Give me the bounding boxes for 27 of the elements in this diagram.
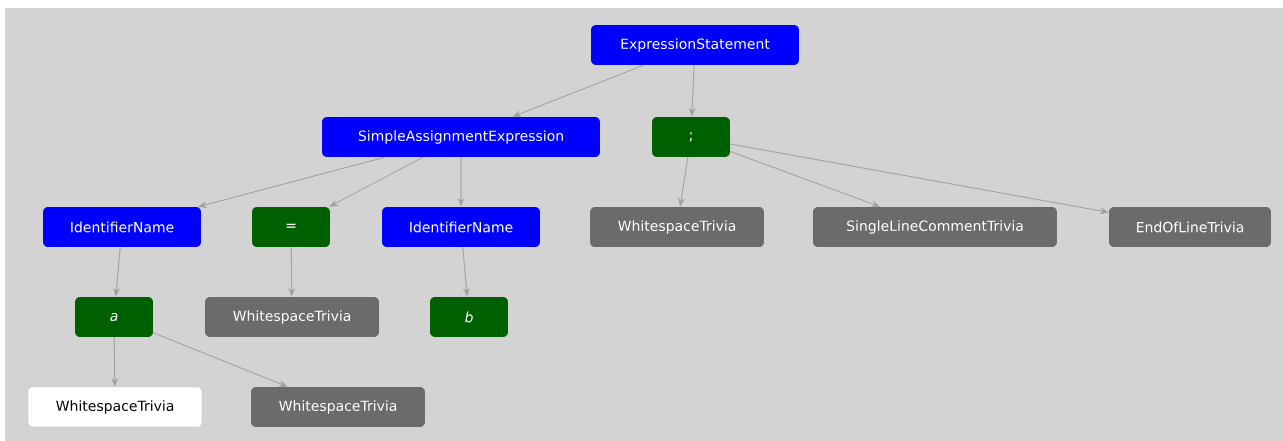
arrow [678, 156, 689, 206]
trivia-box: SingleLineCommentTrivia [813, 207, 1057, 247]
arrow [462, 246, 470, 296]
token-box: ; [652, 117, 730, 157]
arrow [288, 246, 295, 296]
trivia-box: EndOfLineTrivia [1109, 207, 1271, 247]
arrow [729, 143, 1108, 214]
arrow [111, 336, 118, 386]
arrow [152, 332, 287, 387]
trivia-box: WhitespaceTrivia [590, 207, 764, 247]
arrow [113, 246, 121, 296]
token-box: = [252, 207, 330, 247]
trivia-box: WhitespaceTrivia [251, 387, 425, 427]
arrow [329, 156, 424, 207]
arrow [729, 150, 880, 207]
trivia-box: WhitespaceTrivia [27, 386, 203, 428]
syntax-node-box: SimpleAssignmentExpression [322, 117, 600, 157]
token-box: a [75, 297, 153, 337]
arrow [689, 64, 696, 116]
syntax-node-box: IdentifierName [382, 207, 540, 247]
syntax-node-box: ExpressionStatement [591, 25, 799, 65]
trivia-box: WhitespaceTrivia [205, 297, 379, 337]
arrow [513, 64, 645, 117]
syntax-node-box: IdentifierName [43, 207, 201, 247]
arrow [198, 156, 386, 208]
token-box: b [430, 297, 508, 337]
arrow [458, 156, 464, 206]
